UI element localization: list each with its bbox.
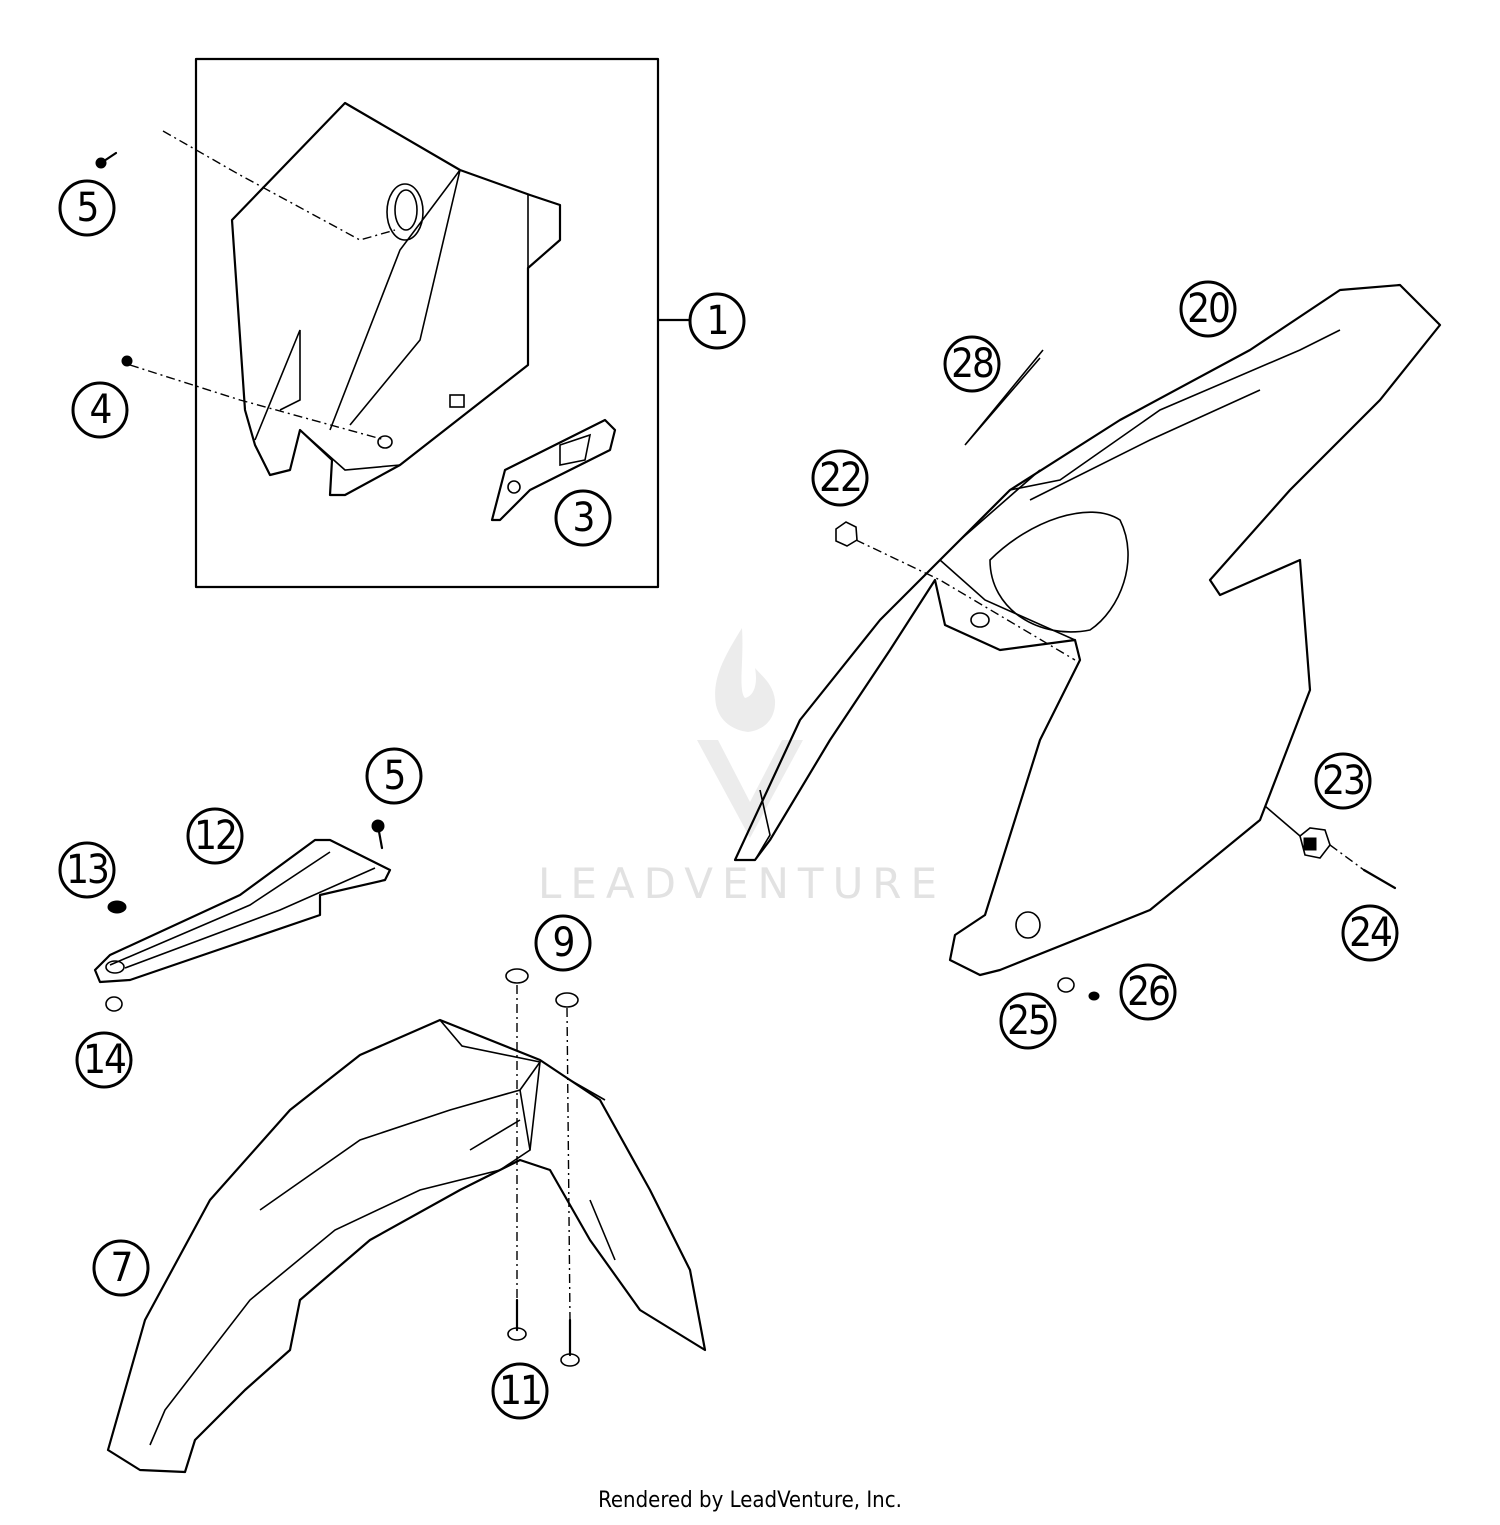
- washers-9: [505, 968, 579, 1008]
- callout-28: 28: [943, 335, 1001, 393]
- callout-25-label: 25: [1007, 998, 1049, 1044]
- callout-25: 25: [999, 992, 1057, 1050]
- leader-5-top: [162, 130, 396, 241]
- screw-5-bottom: [371, 819, 385, 850]
- callout-20-label: 20: [1187, 286, 1229, 332]
- callout-13: 13: [58, 841, 116, 899]
- callout-11-label: 11: [499, 1368, 541, 1414]
- callout-28-label: 28: [951, 341, 993, 387]
- nut-23: [1299, 827, 1331, 859]
- part-28-decal: [964, 349, 1044, 446]
- leader-24: [1329, 844, 1365, 871]
- footer-credit: Rendered by LeadVenture, Inc.: [598, 1488, 902, 1513]
- leader-fender-screws: [516, 985, 571, 1321]
- callout-7: 7: [92, 1239, 150, 1297]
- screw-24: [1362, 868, 1397, 890]
- leader-4: [129, 364, 386, 441]
- part-3-decal: [490, 418, 617, 522]
- part-7-front-fender: [106, 1018, 707, 1474]
- callout-5-bottom-label: 5: [384, 753, 405, 799]
- callout-13-label: 13: [66, 847, 108, 893]
- nut-14: [105, 996, 123, 1012]
- callout-11: 11: [491, 1362, 549, 1420]
- part-radiator-shroud: [230, 101, 562, 497]
- callout-24: 24: [1341, 904, 1399, 962]
- callout-7-label: 7: [111, 1245, 132, 1291]
- kit-frame: [194, 57, 660, 589]
- callout-3-label: 3: [573, 495, 594, 541]
- callout-23: 23: [1314, 752, 1372, 810]
- callout-23-label: 23: [1322, 758, 1364, 804]
- washer-25: [1057, 977, 1075, 993]
- part-20-rear-fender: [733, 283, 1442, 977]
- screw-26: [1088, 991, 1100, 1001]
- callout-9-label: 9: [553, 920, 574, 966]
- callout-20: 20: [1179, 280, 1237, 338]
- callout-1: 1: [688, 292, 746, 350]
- callout-26: 26: [1119, 963, 1177, 1021]
- callout-9: 9: [534, 914, 592, 972]
- callout-22-label: 22: [819, 455, 861, 501]
- leader-22: [855, 539, 1076, 661]
- screw-5-top: [95, 151, 118, 169]
- callout-24-label: 24: [1349, 910, 1391, 956]
- callout-1-label: 1: [707, 298, 728, 344]
- callout-22: 22: [811, 449, 869, 507]
- callout-12-label: 12: [194, 813, 236, 859]
- screw-13: [107, 900, 127, 914]
- callout-4-label: 4: [90, 387, 111, 433]
- leader-23: [1264, 805, 1301, 837]
- callout-26-label: 26: [1127, 969, 1169, 1015]
- nut-22: [835, 521, 858, 547]
- callout-14-label: 14: [83, 1037, 125, 1083]
- watermark: LEADVENTURE: [538, 628, 946, 908]
- callout-12: 12: [186, 807, 244, 865]
- callout-5-top: 5: [58, 179, 116, 237]
- callout-3: 3: [554, 489, 612, 547]
- screw-4: [121, 355, 133, 367]
- callout-14: 14: [75, 1031, 133, 1089]
- callout-5-top-label: 5: [77, 185, 98, 231]
- item-1-kit-box: [95, 57, 692, 589]
- leadventure-flame-logo: [697, 628, 803, 838]
- screws-11: [507, 1298, 580, 1367]
- callout-5-bottom: 5: [365, 747, 423, 805]
- callout-4: 4: [71, 381, 129, 439]
- part-12-guard: [93, 838, 392, 984]
- watermark-text: LEADVENTURE: [538, 859, 946, 908]
